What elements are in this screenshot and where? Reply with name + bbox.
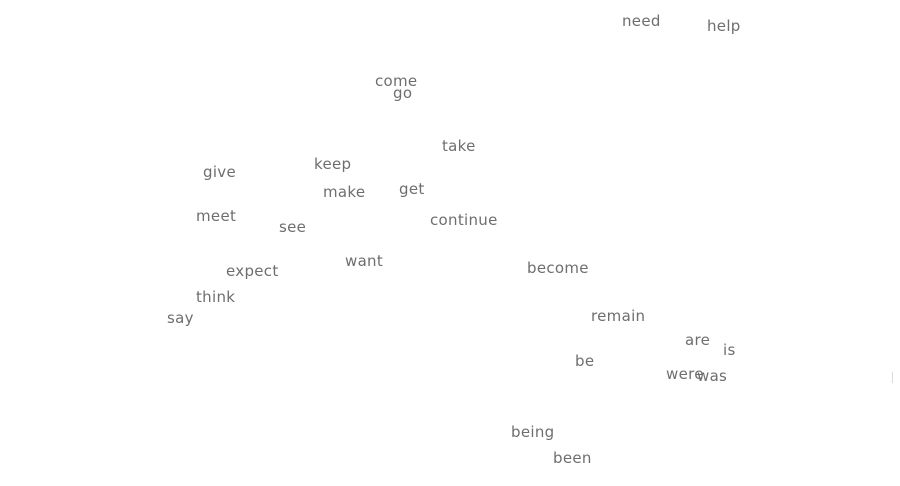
word-label-think: think — [196, 288, 236, 306]
word-label-remain: remain — [591, 307, 646, 325]
word-label-say: say — [167, 309, 194, 327]
word-label-be: be — [575, 352, 595, 370]
word-label-was: was — [697, 367, 728, 385]
word-label-been: been — [553, 449, 592, 467]
word-label-make: make — [323, 183, 366, 201]
word-label-meet: meet — [196, 207, 237, 225]
word-label-keep: keep — [314, 155, 352, 173]
word-label-go: go — [393, 84, 413, 102]
word-label-help: help — [707, 17, 741, 35]
word-label-take: take — [442, 137, 476, 155]
word-label-come: come — [375, 72, 418, 90]
word-label-is: is — [723, 341, 736, 359]
word-label-need: need — [622, 12, 661, 30]
word-label-being: being — [511, 423, 555, 441]
word-label-expect: expect — [226, 262, 279, 280]
word-label-want: want — [345, 252, 384, 270]
word-label-give: give — [203, 163, 236, 181]
edge-tick-mark — [892, 372, 893, 383]
word-label-become: become — [527, 259, 589, 277]
word-label-continue: continue — [430, 211, 498, 229]
word-label-were: were — [666, 365, 704, 383]
word-label-are: are — [685, 331, 711, 349]
word-label-get: get — [399, 180, 425, 198]
word-label-see: see — [279, 218, 307, 236]
